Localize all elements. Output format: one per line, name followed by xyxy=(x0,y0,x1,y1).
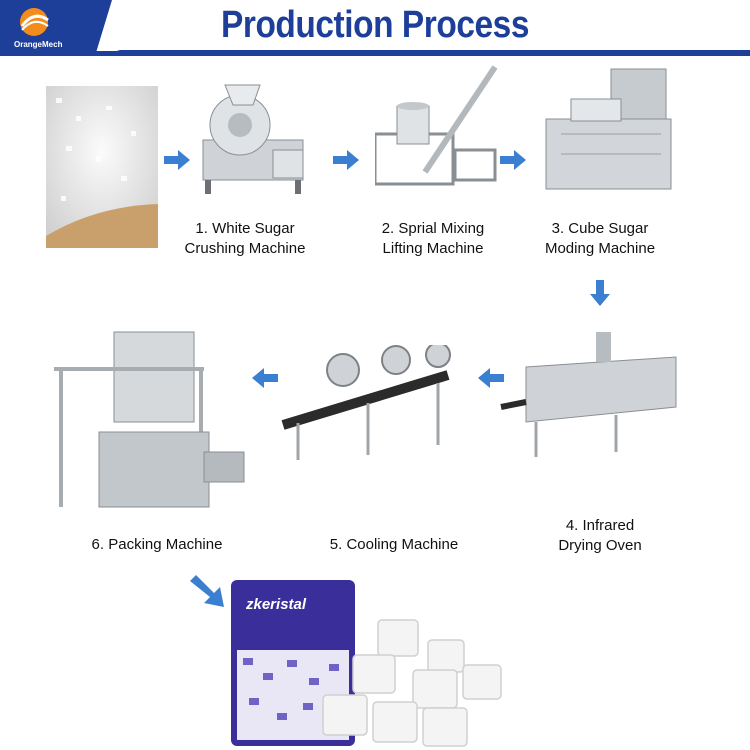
step-3-label: 3. Cube Sugar Moding Machine xyxy=(520,219,680,259)
step-3-line1: 3. Cube Sugar xyxy=(551,220,649,237)
packing-machine-image xyxy=(54,331,245,508)
arrow-diagonal-icon xyxy=(190,575,224,607)
arrow-left-icon xyxy=(478,368,504,388)
package-brand-text: zkeristal xyxy=(246,596,307,613)
step-2-line1: 2. Sprial Mixing xyxy=(381,220,485,237)
step-4-line1: 4. Infrared xyxy=(565,517,635,534)
step-6-line1: 6. Packing Machine xyxy=(91,536,223,553)
step-2-label: 2. Sprial Mixing Lifting Machine xyxy=(353,219,513,259)
step-1-line2: Crushing Machine xyxy=(184,240,306,257)
logo-text: OrangeMech xyxy=(14,40,63,49)
header-banner xyxy=(0,0,750,56)
sugar-cubes-image xyxy=(322,619,502,747)
mixing-lifting-machine-image xyxy=(375,65,498,186)
white-sugar-photo xyxy=(46,86,158,248)
step-5-label: 5. Cooling Machine xyxy=(314,535,474,555)
cooling-machine-image xyxy=(281,345,451,460)
arrow-down-icon xyxy=(590,280,610,306)
arrow-right-icon xyxy=(500,150,526,170)
orangemech-logo xyxy=(4,2,84,54)
infrared-drying-oven-image xyxy=(500,332,677,457)
step-3-line2: Moding Machine xyxy=(544,240,656,257)
page-title: Production Process xyxy=(221,4,529,46)
step-2-line2: Lifting Machine xyxy=(382,240,484,257)
step-4-line2: Drying Oven xyxy=(558,537,642,554)
step-1-line1: 1. White Sugar xyxy=(195,220,295,237)
step-5-line1: 5. Cooling Machine xyxy=(329,536,459,553)
step-4-label: 4. Infrared Drying Oven xyxy=(520,516,680,556)
crushing-machine-image xyxy=(202,84,304,194)
step-6-label: 6. Packing Machine xyxy=(77,535,237,555)
step-1-label: 1. White Sugar Crushing Machine xyxy=(165,219,325,259)
cube-sugar-molding-machine-image xyxy=(545,68,672,190)
arrow-left-icon xyxy=(252,368,278,388)
arrow-right-icon xyxy=(164,150,190,170)
arrow-right-icon xyxy=(333,150,359,170)
